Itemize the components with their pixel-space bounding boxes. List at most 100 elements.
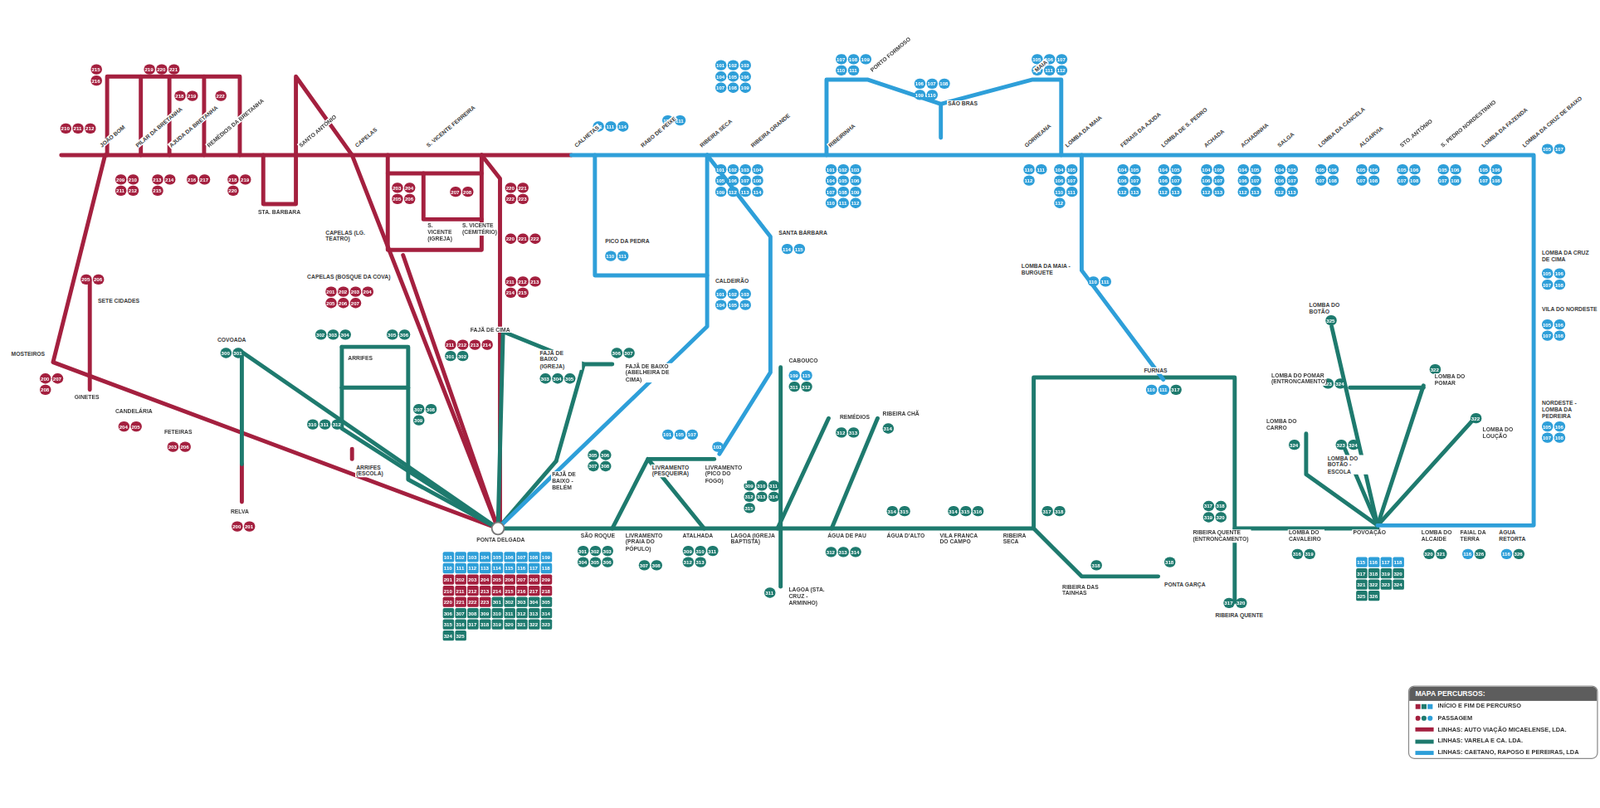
- route-number: 204: [403, 182, 415, 193]
- stop-name: LOMBA DO LOUÇÃO: [1481, 426, 1514, 440]
- stop-name: COVOADA: [216, 336, 248, 344]
- route-badge-group: 104105106107112113: [1116, 163, 1142, 198]
- route-line: [263, 155, 296, 205]
- route-number: 107: [1314, 175, 1327, 186]
- route-number: 111: [837, 197, 849, 208]
- route-line: [497, 331, 613, 529]
- route-number: 105: [1249, 163, 1262, 174]
- route-number: 105: [1541, 268, 1553, 279]
- route-badge-group: 222: [214, 89, 227, 102]
- route-badge-group: 104105106107112113: [1273, 163, 1299, 198]
- route-number: 105: [837, 175, 849, 186]
- route-badge-group: 110111: [1087, 275, 1113, 288]
- route-number: 220: [156, 63, 168, 74]
- route-number: 101: [714, 287, 727, 298]
- route-number: 222: [214, 90, 227, 101]
- route-number: 115: [793, 243, 805, 254]
- route-number: 207: [516, 574, 528, 585]
- route-badge-group: 104105106107112113: [1236, 163, 1262, 198]
- stop-name: SANTA BÁRBARA: [777, 229, 829, 237]
- route-number: 220: [504, 182, 517, 193]
- route-number: 310: [694, 545, 707, 556]
- route-number: 214: [163, 174, 176, 185]
- route-number: 323: [1335, 439, 1347, 449]
- route-number: 101: [442, 551, 454, 562]
- route-badge-group: 314315: [885, 505, 911, 518]
- stop-name: FAJÃ DE BAIXO (IGREJA): [538, 350, 582, 370]
- stop-name: SETE CIDADES: [97, 297, 141, 305]
- route-number: 326: [1367, 590, 1380, 600]
- stop-name: RIBEIRA GRANDE: [748, 112, 792, 150]
- route-number: 322: [1429, 363, 1441, 374]
- route-badge-group: 307308309: [412, 403, 438, 426]
- route-number: 101: [714, 163, 727, 174]
- stop-name: FAJÃ DE BAIXO - BELÉM: [551, 471, 592, 491]
- route-number: 112: [1055, 64, 1068, 75]
- route-line: [341, 385, 409, 391]
- route-number: 104: [824, 175, 837, 186]
- route-line: [341, 346, 498, 529]
- stop-name: STA. BÁRBARA: [257, 209, 302, 216]
- route-number: 311: [763, 587, 776, 598]
- route-number: 208: [461, 185, 474, 196]
- route-number: 326: [1512, 548, 1525, 559]
- stop-name: JOÃO BOM: [97, 123, 127, 150]
- route-badge-group: 303304305: [538, 372, 576, 385]
- route-number: 212: [517, 276, 529, 287]
- route-number: 312: [682, 556, 694, 567]
- route-number: 209: [114, 174, 127, 185]
- route-number: 210: [442, 585, 454, 596]
- route-number: 112: [1117, 185, 1129, 196]
- legend-heading: MAPA PERCURSOS:: [1409, 687, 1597, 703]
- route-line: [387, 171, 482, 176]
- route-number: 212: [126, 185, 139, 196]
- route-badge-group: 101102103104105106107108109110111112: [824, 163, 862, 209]
- route-badge-group: 105106107108: [1355, 163, 1381, 186]
- route-number: 211: [72, 122, 84, 133]
- route-number: 321: [1434, 548, 1447, 559]
- route-number: 319: [1303, 548, 1316, 559]
- route-number: 203: [349, 286, 361, 297]
- legend-row: LINHAS: VARELA E CA. LDA.: [1409, 736, 1597, 748]
- route-number: 318: [1367, 567, 1380, 578]
- route-number: 209: [540, 574, 552, 585]
- route-number: 208: [527, 574, 540, 585]
- route-number: 221: [517, 233, 529, 244]
- route-number: 317: [1041, 505, 1054, 516]
- route-number: 222: [504, 193, 517, 204]
- route-number: 106: [1273, 175, 1286, 186]
- route-number: 112: [1023, 175, 1035, 186]
- route-number: 106: [1553, 420, 1566, 431]
- route-number: 113: [478, 562, 491, 573]
- route-line: [595, 155, 708, 276]
- route-line: [497, 528, 1159, 577]
- route-number: 111: [1157, 384, 1170, 395]
- stop-name: CAPELAS: [352, 126, 380, 150]
- route-line: [497, 155, 708, 529]
- route-line: [1377, 385, 1424, 526]
- route-number: 114: [616, 121, 629, 132]
- route-number: 105: [1396, 163, 1409, 174]
- route-number: 105: [1129, 163, 1142, 174]
- route-badge-group: 104105106107112113: [1200, 163, 1225, 198]
- stop-name: FETEIRAS: [163, 429, 194, 436]
- route-number: 107: [1249, 175, 1262, 186]
- route-number: 108: [1553, 432, 1566, 443]
- route-number: 217: [527, 585, 540, 596]
- route-number: 322: [1367, 579, 1380, 590]
- route-number: 221: [517, 182, 529, 193]
- route-number: 106: [1449, 163, 1462, 174]
- stop-name: FAJÃ DE BAIXO (ABELHEIRA DE CIMA): [624, 363, 674, 383]
- route-number: 318: [1090, 560, 1103, 571]
- route-number: 117: [527, 562, 540, 573]
- route-number: 107: [1396, 175, 1409, 186]
- route-badge-group: 309310311312313314315: [742, 479, 780, 514]
- route-number: 101: [824, 163, 837, 174]
- route-number: 315: [743, 502, 756, 513]
- route-line: [423, 173, 482, 220]
- route-number: 219: [185, 90, 198, 101]
- route-number: 108: [1449, 175, 1462, 186]
- route-number: 308: [424, 403, 437, 414]
- route-badge-group: 203206: [165, 440, 191, 453]
- legend-row: INÍCIO E FIM DE PERCURSO: [1409, 701, 1597, 713]
